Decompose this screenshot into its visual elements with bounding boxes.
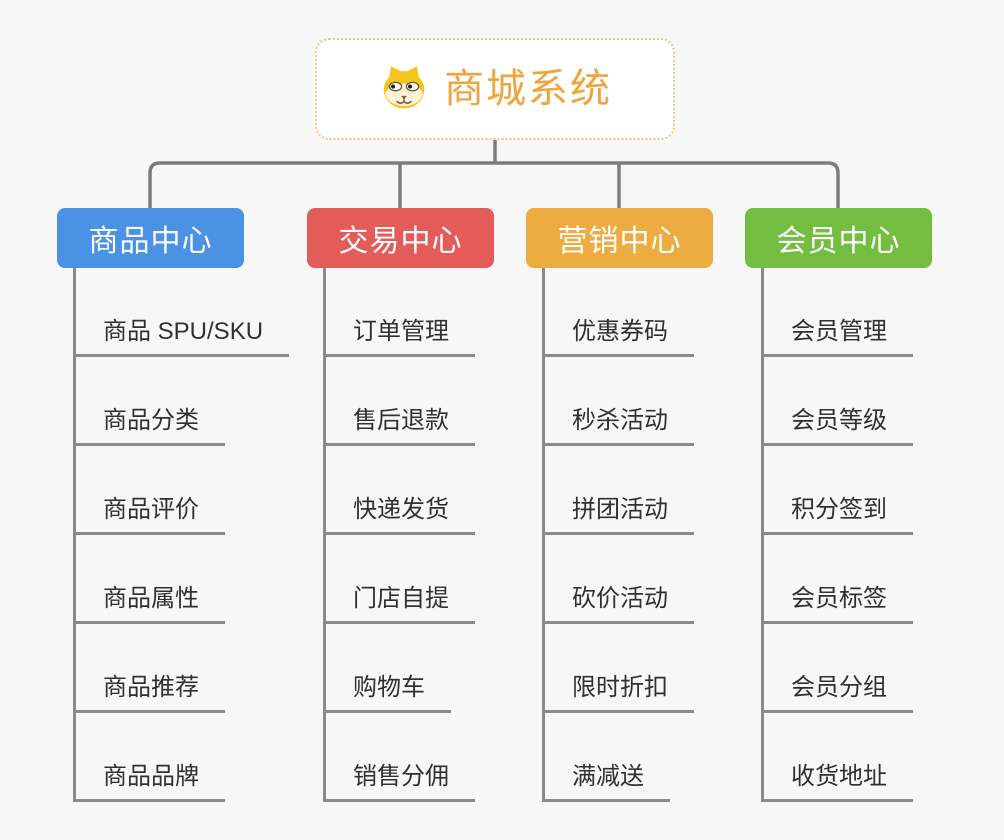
tree-node-label: 会员分组 bbox=[764, 674, 913, 713]
tree-node-label: 会员标签 bbox=[764, 585, 913, 624]
branch-header-product-center[interactable]: 商品中心 bbox=[57, 208, 244, 268]
tree-node[interactable]: 商品推荐 bbox=[76, 624, 317, 713]
tree-node-label: 商品推荐 bbox=[76, 674, 225, 713]
tree-node[interactable]: 会员管理 bbox=[764, 268, 1004, 357]
tree-node-label: 优惠券码 bbox=[545, 318, 694, 357]
branch-member-center: 会员中心 会员管理 会员等级 积分签到 会员标签 会员分组 收货地址 bbox=[745, 208, 1004, 802]
branch-header-marketing-center[interactable]: 营销中心 bbox=[526, 208, 713, 268]
branch-items-trade-center: 订单管理 售后退款 快递发货 门店自提 购物车 销售分佣 bbox=[323, 268, 567, 802]
tree-node[interactable]: 拼团活动 bbox=[545, 446, 786, 535]
tree-node[interactable]: 积分签到 bbox=[764, 446, 1004, 535]
main-bracket-line bbox=[148, 161, 840, 208]
tree-node-label: 收货地址 bbox=[764, 763, 913, 802]
tree-node-label: 会员管理 bbox=[764, 318, 913, 357]
tree-node[interactable]: 订单管理 bbox=[326, 268, 567, 357]
tree-node[interactable]: 商品属性 bbox=[76, 535, 317, 624]
tree-node-label: 订单管理 bbox=[326, 318, 475, 357]
tree-node-label: 商品属性 bbox=[76, 585, 225, 624]
tree-node-label: 拼团活动 bbox=[545, 496, 694, 535]
tree-node[interactable]: 售后退款 bbox=[326, 357, 567, 446]
tree-node-label: 销售分佣 bbox=[326, 763, 475, 802]
branch-items-marketing-center: 优惠券码 秒杀活动 拼团活动 砍价活动 限时折扣 满减送 bbox=[542, 268, 786, 802]
root-title: 商城系统 bbox=[444, 67, 612, 111]
tree-node-label: 限时折扣 bbox=[545, 674, 694, 713]
tree-node[interactable]: 收货地址 bbox=[764, 713, 1004, 802]
tree-node-label: 快递发货 bbox=[326, 496, 475, 535]
tree-node-label: 商品分类 bbox=[76, 407, 225, 446]
tree-node-label: 商品评价 bbox=[76, 496, 225, 535]
tree-node-label: 秒杀活动 bbox=[545, 407, 694, 446]
tree-node[interactable]: 会员分组 bbox=[764, 624, 1004, 713]
branch-product-center: 商品中心 商品 SPU/SKU 商品分类 商品评价 商品属性 商品推荐 商品品牌 bbox=[57, 208, 317, 802]
tree-node[interactable]: 会员等级 bbox=[764, 357, 1004, 446]
branch-items-member-center: 会员管理 会员等级 积分签到 会员标签 会员分组 收货地址 bbox=[761, 268, 1004, 802]
tree-node[interactable]: 会员标签 bbox=[764, 535, 1004, 624]
tree-node[interactable]: 限时折扣 bbox=[545, 624, 786, 713]
tree-node-label: 售后退款 bbox=[326, 407, 475, 446]
tree-node-label: 满减送 bbox=[545, 763, 670, 802]
branch-trade-center: 交易中心 订单管理 售后退款 快递发货 门店自提 购物车 销售分佣 bbox=[307, 208, 567, 802]
tree-node[interactable]: 优惠券码 bbox=[545, 268, 786, 357]
tree-node[interactable]: 商品品牌 bbox=[76, 713, 317, 802]
tree-node-label: 商品 SPU/SKU bbox=[76, 318, 290, 357]
tree-node[interactable]: 购物车 bbox=[326, 624, 567, 713]
branch-marketing-center: 营销中心 优惠券码 秒杀活动 拼团活动 砍价活动 限时折扣 满减送 bbox=[526, 208, 786, 802]
tree-node[interactable]: 销售分佣 bbox=[326, 713, 567, 802]
tree-node[interactable]: 砍价活动 bbox=[545, 535, 786, 624]
branch-header-trade-center[interactable]: 交易中心 bbox=[307, 208, 494, 268]
tree-node-label: 积分签到 bbox=[764, 496, 913, 535]
branch-header-member-center[interactable]: 会员中心 bbox=[745, 208, 932, 268]
tree-node[interactable]: 满减送 bbox=[545, 713, 786, 802]
tree-node[interactable]: 秒杀活动 bbox=[545, 357, 786, 446]
root-node[interactable]: 商城系统 bbox=[315, 38, 675, 140]
branch-items-product-center: 商品 SPU/SKU 商品分类 商品评价 商品属性 商品推荐 商品品牌 bbox=[73, 268, 317, 802]
tree-node-label: 购物车 bbox=[326, 674, 451, 713]
tree-node[interactable]: 商品评价 bbox=[76, 446, 317, 535]
tree-node[interactable]: 商品分类 bbox=[76, 357, 317, 446]
tree-node[interactable]: 商品 SPU/SKU bbox=[76, 268, 317, 357]
tree-node-label: 商品品牌 bbox=[76, 763, 225, 802]
tree-node-label: 会员等级 bbox=[764, 407, 913, 446]
tree-node[interactable]: 快递发货 bbox=[326, 446, 567, 535]
tree-node[interactable]: 门店自提 bbox=[326, 535, 567, 624]
tree-node-label: 门店自提 bbox=[326, 585, 475, 624]
tree-node-label: 砍价活动 bbox=[545, 585, 694, 624]
dog-face-icon bbox=[383, 66, 425, 109]
